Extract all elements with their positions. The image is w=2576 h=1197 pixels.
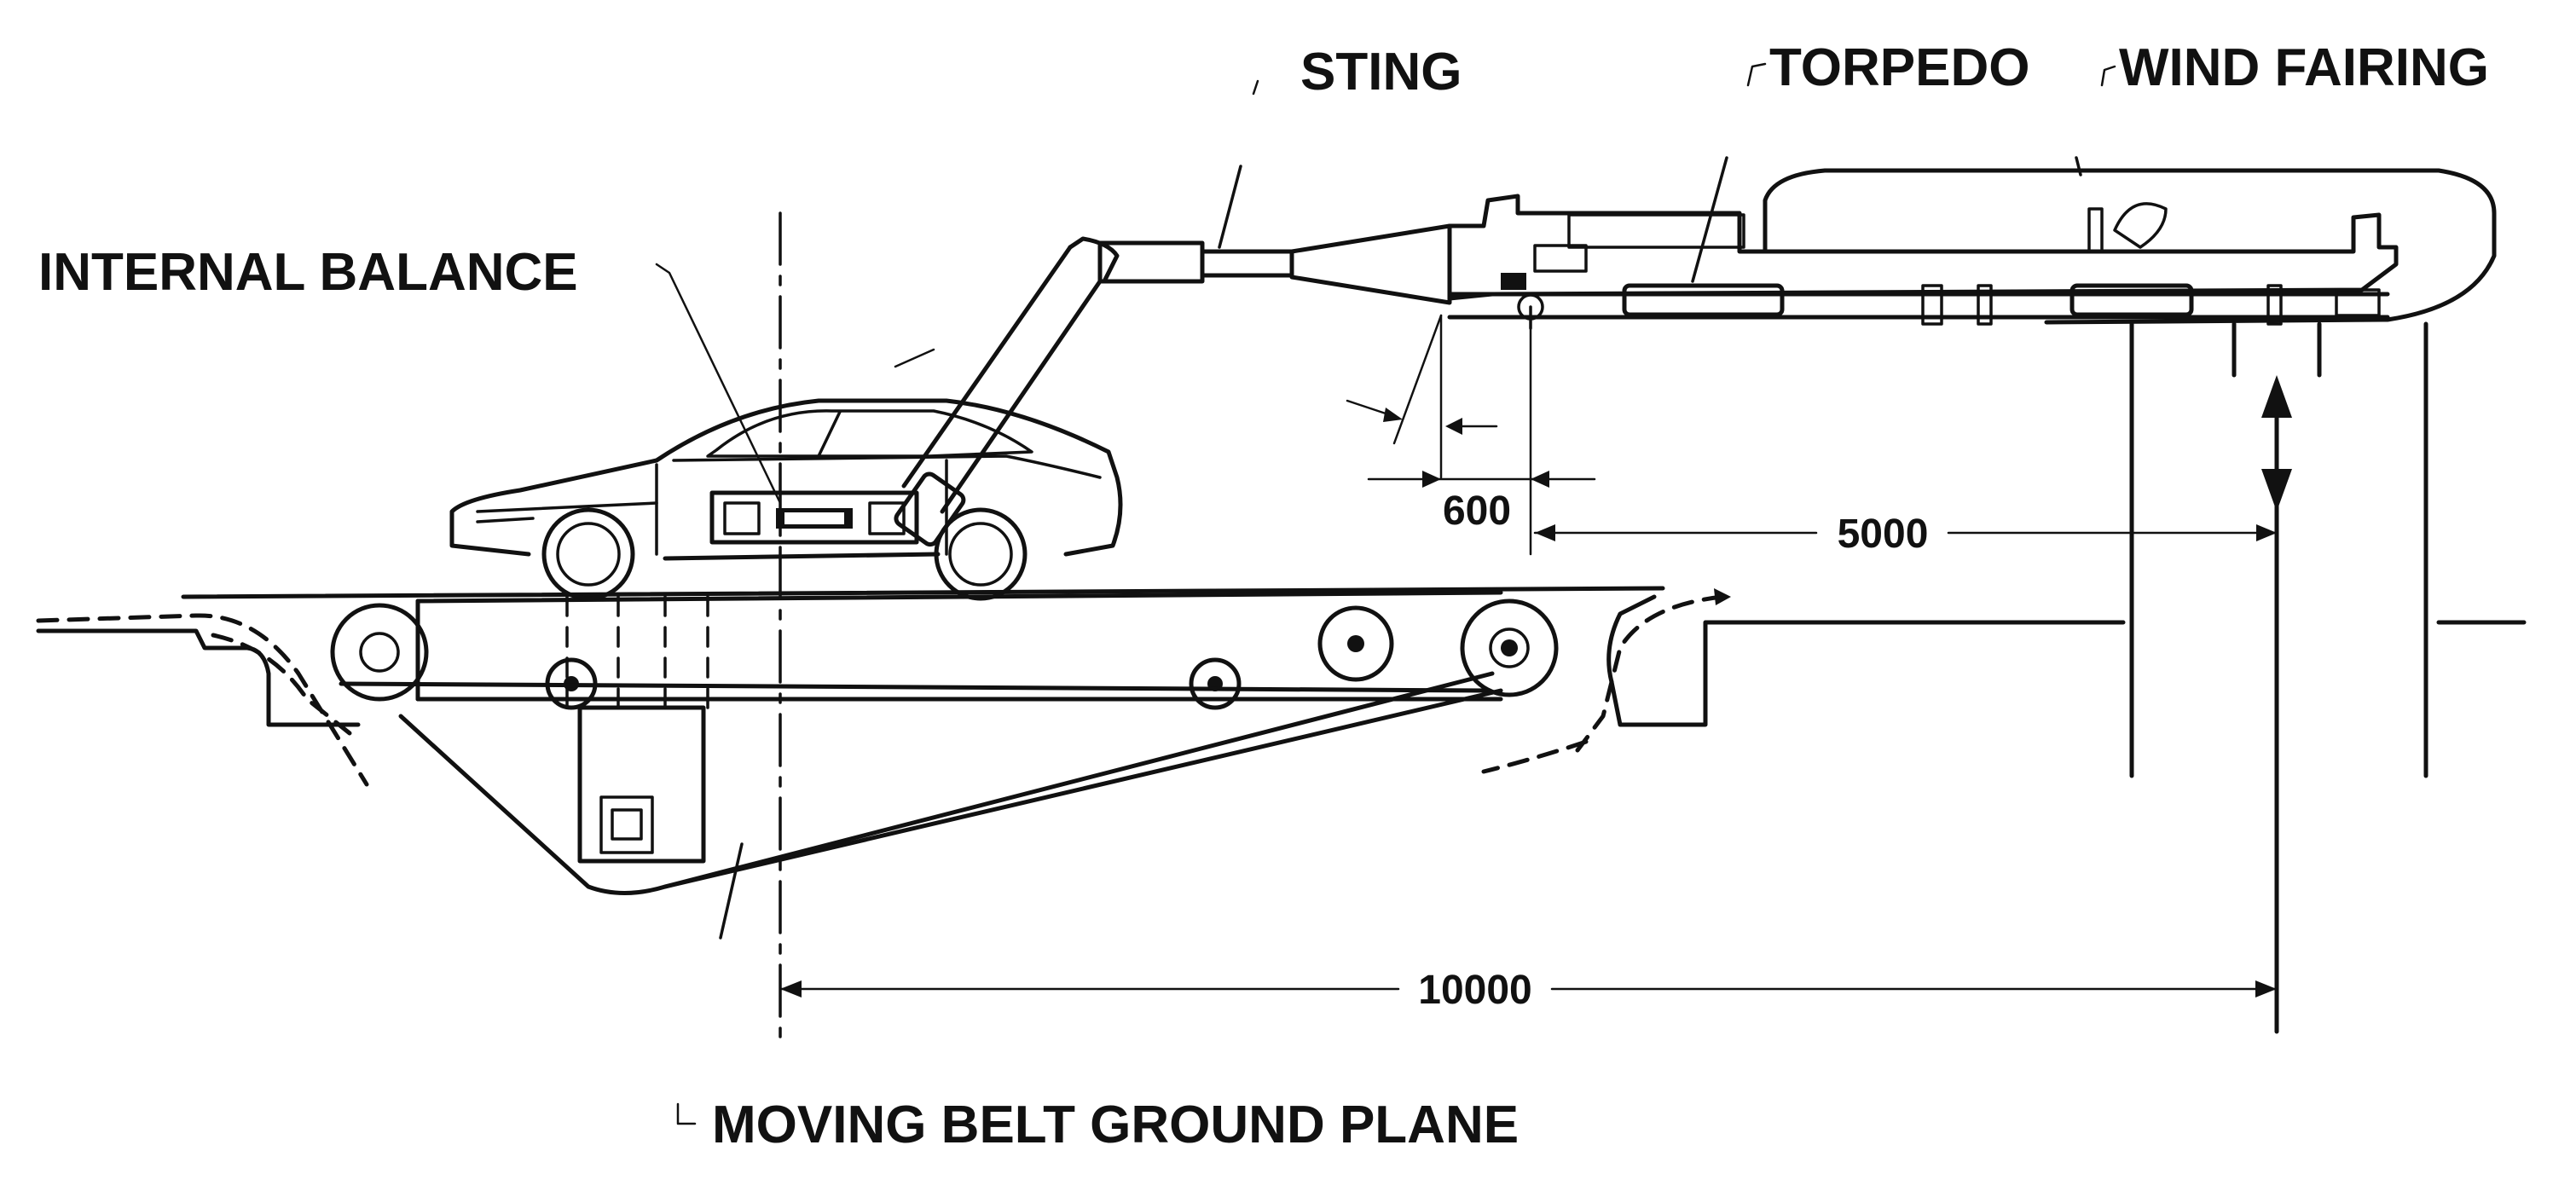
dim-600-arrow-left bbox=[1422, 471, 1441, 488]
car-window bbox=[706, 409, 1033, 458]
dim-10000-arrow-right bbox=[2255, 980, 2277, 998]
height-arrow-down bbox=[2261, 469, 2292, 512]
dimension-lines: 600 5000 10000 bbox=[779, 314, 2292, 1034]
car-front-wheel-rim bbox=[556, 522, 621, 587]
wind-fairing-leader-line bbox=[2075, 156, 2082, 176]
dim-600-value: 600 bbox=[1443, 489, 1511, 534]
belt-roller-left-hub bbox=[359, 632, 400, 673]
belt-roller-left bbox=[330, 603, 429, 702]
label-torpedo-tick bbox=[1746, 62, 1767, 87]
tunnel-floor-left bbox=[36, 628, 361, 727]
label-internal-balance-leader bbox=[655, 263, 782, 505]
car-rear-wheel bbox=[934, 507, 1028, 601]
car-headlight bbox=[476, 517, 535, 523]
torpedo-bulkhead-2 bbox=[1977, 284, 1993, 326]
dim-5000-arrow-right bbox=[2256, 524, 2277, 541]
fairing-fan bbox=[2087, 202, 2168, 253]
sting-leader-line bbox=[1218, 165, 1242, 249]
flow-arrow-right bbox=[1714, 588, 1731, 605]
tension-roller-axle bbox=[1347, 635, 1364, 652]
belt-roller-right-hub bbox=[1489, 627, 1530, 668]
torpedo-bulkhead-1 bbox=[1921, 284, 1943, 326]
torpedo-leader-line bbox=[1691, 156, 1728, 283]
internal-balance-housing bbox=[709, 490, 919, 545]
height-arrow-up bbox=[2261, 375, 2292, 418]
belt-leader-line bbox=[719, 842, 744, 940]
torpedo-housing-upper bbox=[1447, 194, 2399, 301]
car-roofline bbox=[672, 454, 1102, 479]
torpedo-sensor-2 bbox=[2069, 283, 2194, 317]
belt-roller-right-axle bbox=[1501, 639, 1518, 656]
sting bbox=[894, 165, 1452, 547]
flow-line-right-lower bbox=[1481, 739, 1589, 774]
dim-angle-line-1 bbox=[1392, 314, 1443, 445]
dim-5000-arrow-left bbox=[1535, 524, 1555, 541]
dim-600-arrow-right bbox=[1531, 471, 1549, 488]
car-antenna bbox=[894, 348, 935, 368]
label-internal-balance: INTERNAL BALANCE bbox=[38, 243, 578, 302]
sting-lower-arm bbox=[901, 245, 1103, 514]
dim-5000-value: 5000 bbox=[1838, 512, 1929, 557]
car-b-pillar bbox=[817, 410, 842, 458]
callout-labels: STING TORPEDO WIND FAIRING INTERNAL BALA… bbox=[38, 38, 2489, 1154]
tension-roller bbox=[1317, 605, 1394, 682]
label-wind-fairing-tick bbox=[2100, 65, 2116, 87]
flow-line-right-upper bbox=[1575, 594, 1725, 753]
balance-flange-right bbox=[868, 501, 906, 535]
drive-unit bbox=[599, 795, 654, 854]
sting-cone bbox=[1289, 223, 1452, 305]
torpedo-clamp bbox=[1533, 244, 1588, 273]
torpedo-pivot bbox=[1501, 273, 1526, 290]
dim-angle-arrowhead-left bbox=[1383, 408, 1403, 422]
balance-flange-left bbox=[723, 501, 761, 535]
sting-neck bbox=[1200, 249, 1294, 278]
torpedo-end-cap bbox=[2335, 288, 2381, 317]
torpedo-actuator bbox=[1567, 213, 1745, 249]
car-front-wheel bbox=[541, 507, 635, 601]
internal-balance-slot bbox=[784, 512, 844, 524]
car-body-outline bbox=[449, 398, 1123, 561]
moving-belt-ground-plane bbox=[36, 586, 2527, 940]
belt-frame-top bbox=[415, 590, 1503, 604]
wind-fairing-outline bbox=[1763, 168, 2497, 325]
torpedo-sensor-1 bbox=[1622, 283, 1785, 317]
label-torpedo: TORPEDO bbox=[1769, 38, 2029, 97]
torpedo-bulkhead-3 bbox=[2266, 284, 2283, 326]
dim-10000-value: 10000 bbox=[1418, 968, 1531, 1013]
idler-roller bbox=[1189, 657, 1242, 710]
sting-elbow bbox=[1068, 236, 1120, 284]
flow-line-left-upper bbox=[36, 613, 369, 787]
drive-unit-core bbox=[611, 808, 643, 841]
dim-10000-arrow-left bbox=[780, 980, 802, 998]
label-wind-fairing: WIND FAIRING bbox=[2119, 38, 2489, 97]
drive-column bbox=[577, 705, 706, 864]
car-hood-line bbox=[476, 501, 658, 513]
flow-line-left-lower bbox=[211, 633, 352, 736]
car-model bbox=[449, 348, 1123, 601]
label-moving-belt-tick bbox=[676, 1102, 697, 1125]
sting-wrist-joint bbox=[894, 471, 966, 547]
torpedo-assembly bbox=[1447, 156, 2497, 778]
belt-support-truss-inner bbox=[663, 671, 1495, 889]
belt-top-deck bbox=[181, 586, 1665, 599]
belt-roller-right bbox=[1460, 598, 1559, 697]
car-rear-wheel-rim bbox=[948, 522, 1013, 587]
label-moving-belt-ground-plane: MOVING BELT GROUND PLANE bbox=[712, 1096, 1519, 1154]
dim-angle-arrowhead-right bbox=[1445, 418, 1462, 435]
belt-support-truss bbox=[398, 688, 1503, 895]
label-sting: STING bbox=[1300, 43, 1462, 101]
tunnel-floor-right bbox=[1606, 594, 2126, 727]
label-sting-tick bbox=[1252, 79, 1259, 95]
belt-loop-lower bbox=[339, 681, 1491, 693]
